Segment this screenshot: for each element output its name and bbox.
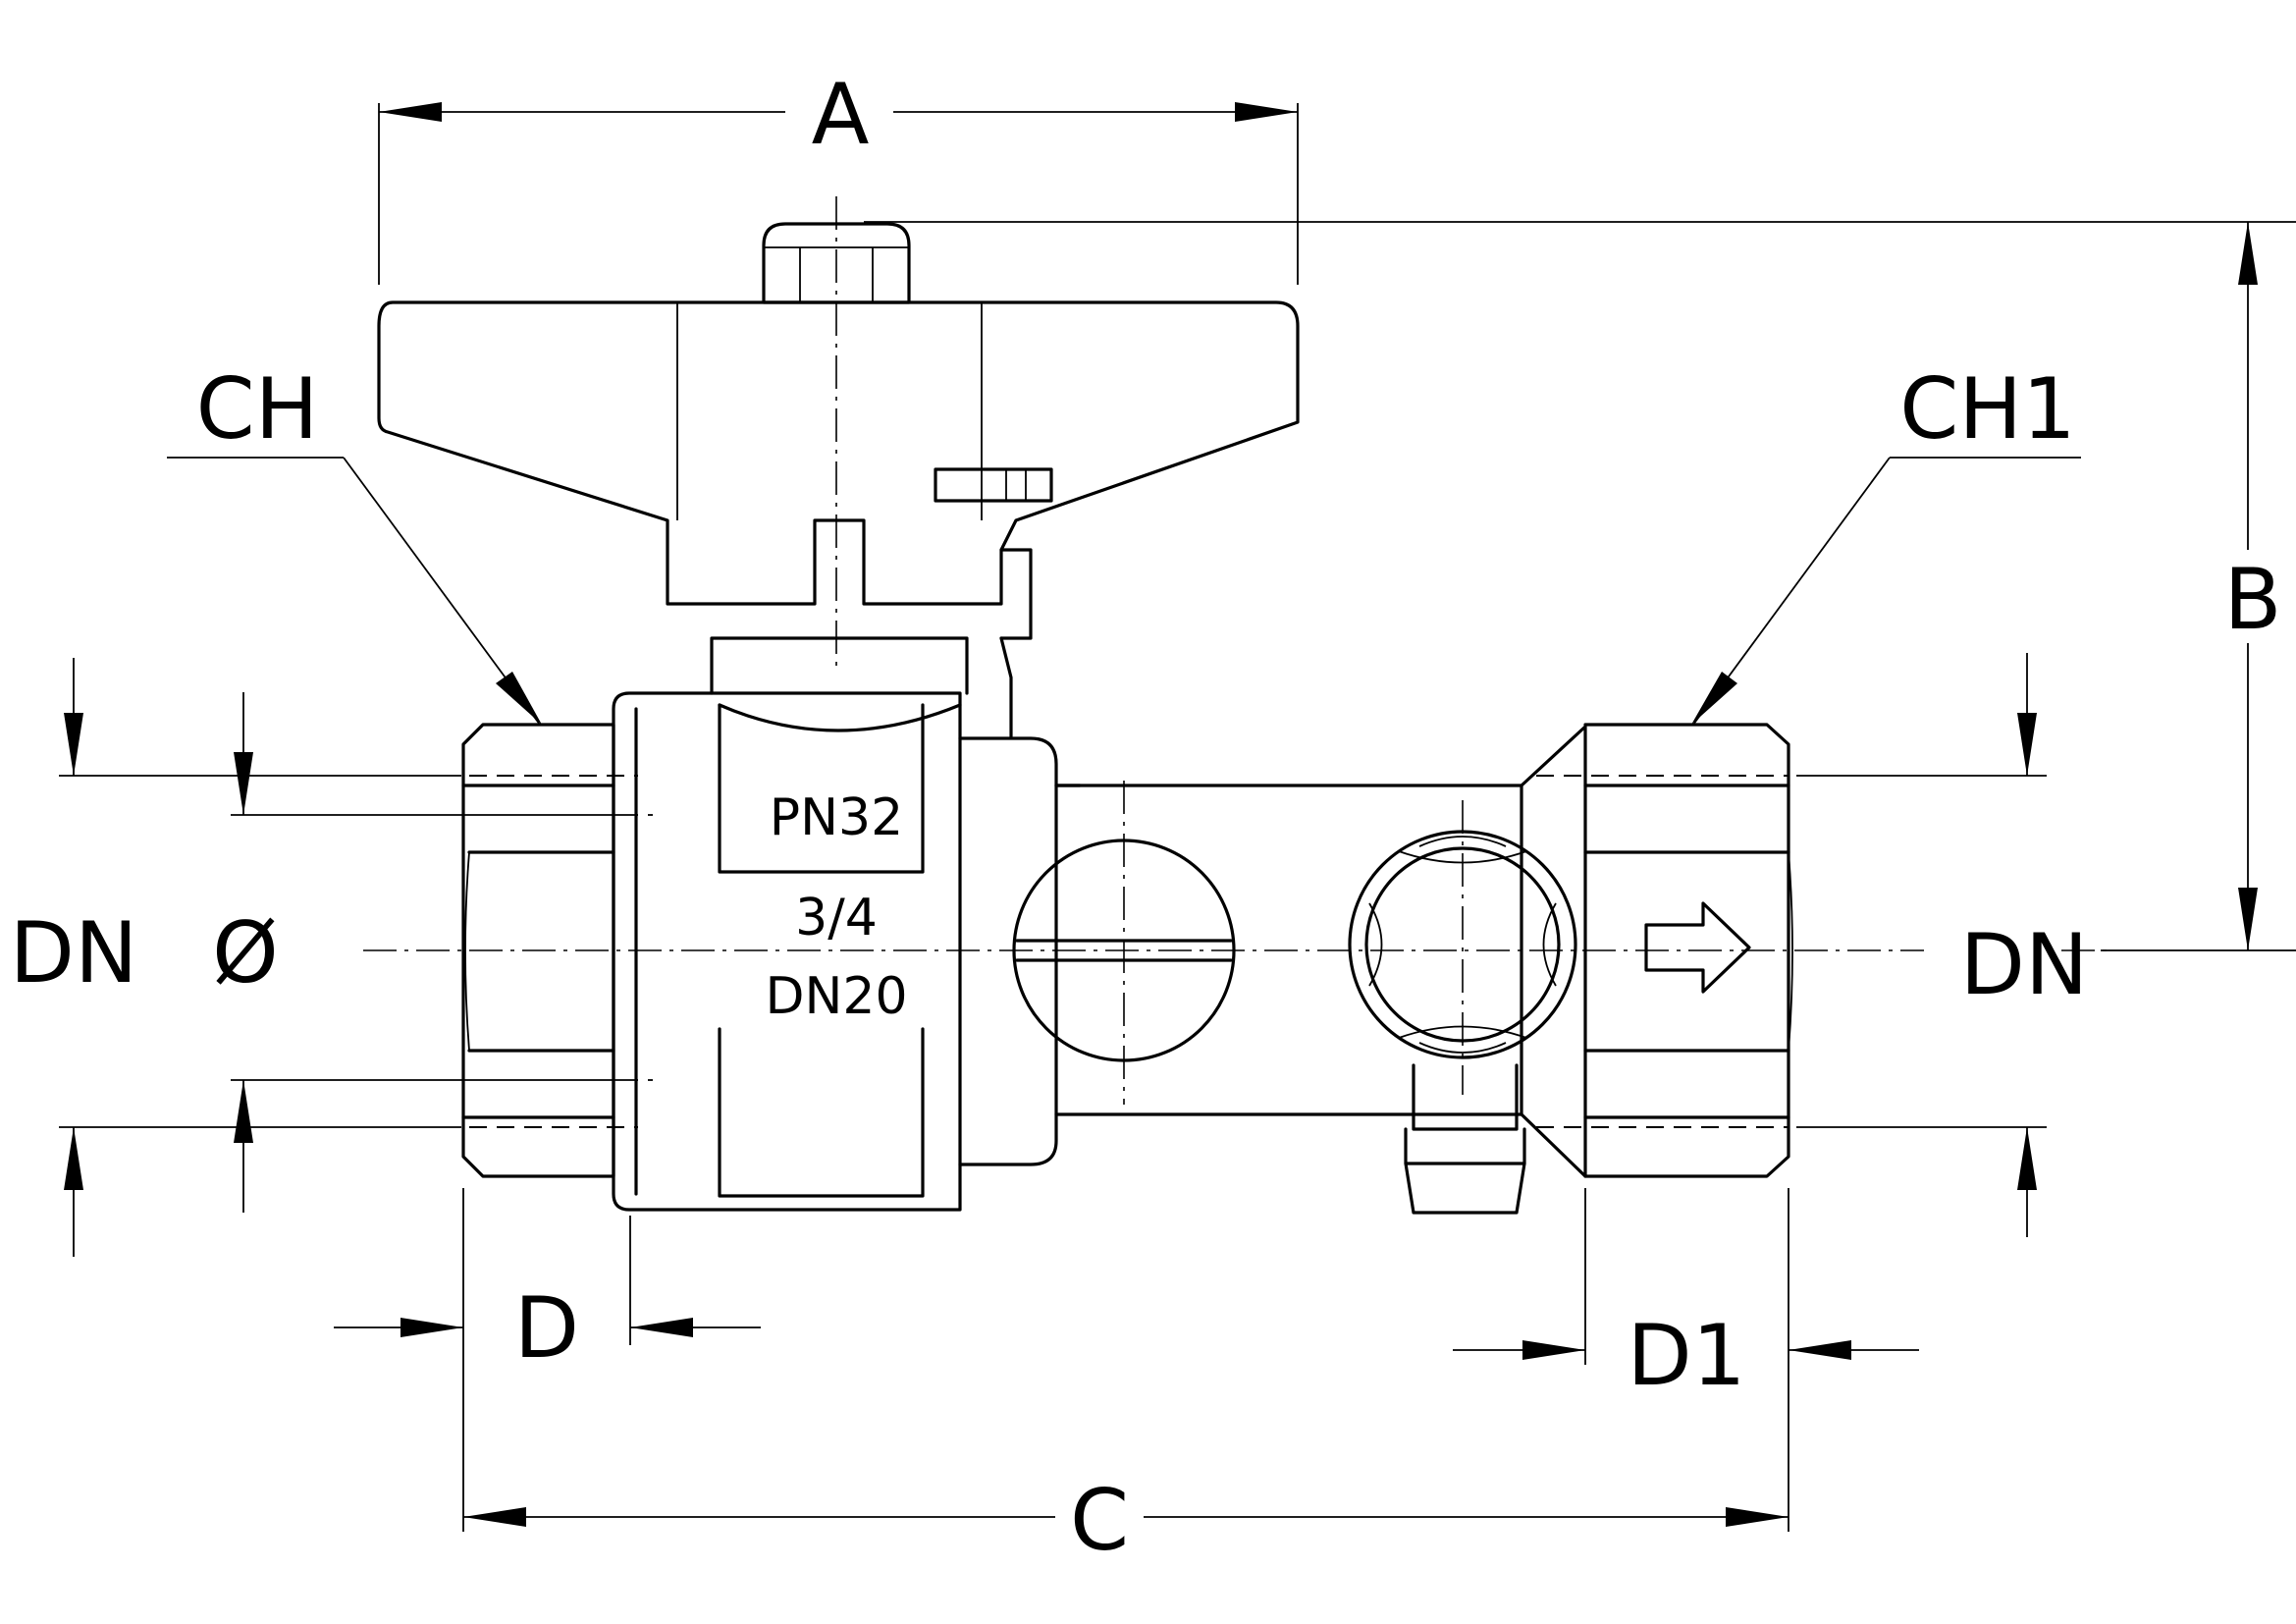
right-threaded-end (1536, 723, 1793, 1178)
drain-knob (1348, 830, 1577, 1059)
dimension-a: A (378, 66, 1299, 285)
body-collar (958, 736, 1082, 1166)
valve-body: PN32 3/4 DN20 (612, 691, 962, 1212)
dimension-label-dn-right: DN (1960, 916, 2089, 1014)
dimension-label-ch: CH (196, 360, 319, 459)
dimension-label-d1: D1 (1628, 1307, 1746, 1405)
dimension-c: C (462, 1188, 1789, 1570)
slotted-plug (1012, 839, 1236, 1062)
dimension-label-dn-left: DN (10, 904, 138, 1002)
dimension-dn-left: DN (10, 658, 461, 1257)
dimension-label-c: C (1070, 1472, 1129, 1570)
leader-ch: CH (167, 360, 542, 726)
dimension-dn-right: DN (1796, 653, 2088, 1237)
size-marking: 3/4 (795, 889, 878, 947)
dimension-label-d: D (514, 1279, 579, 1378)
drain-nozzle (1404, 1063, 1526, 1215)
dimension-label-diameter: Ø (212, 904, 279, 1002)
top-hex-nut (762, 222, 911, 304)
pressure-rating: PN32 (770, 788, 903, 847)
nominal-diameter-marking: DN20 (765, 967, 907, 1026)
dimension-diameter: Ø (212, 692, 638, 1213)
drain-body (1054, 725, 1587, 1178)
flow-direction-arrow (1644, 901, 1751, 994)
leader-ch1: CH1 (1691, 360, 2081, 726)
dimension-b: B (864, 221, 2296, 951)
dimension-label-a: A (812, 66, 870, 164)
dimension-d: D (334, 1216, 761, 1378)
dimension-d1: D1 (1453, 1188, 1919, 1405)
centerlines (363, 196, 2110, 1105)
dimension-label-ch1: CH1 (1899, 360, 2075, 459)
butterfly-handle (377, 300, 1300, 606)
valve-stem (710, 548, 1033, 738)
dimension-label-b: B (2224, 551, 2282, 649)
